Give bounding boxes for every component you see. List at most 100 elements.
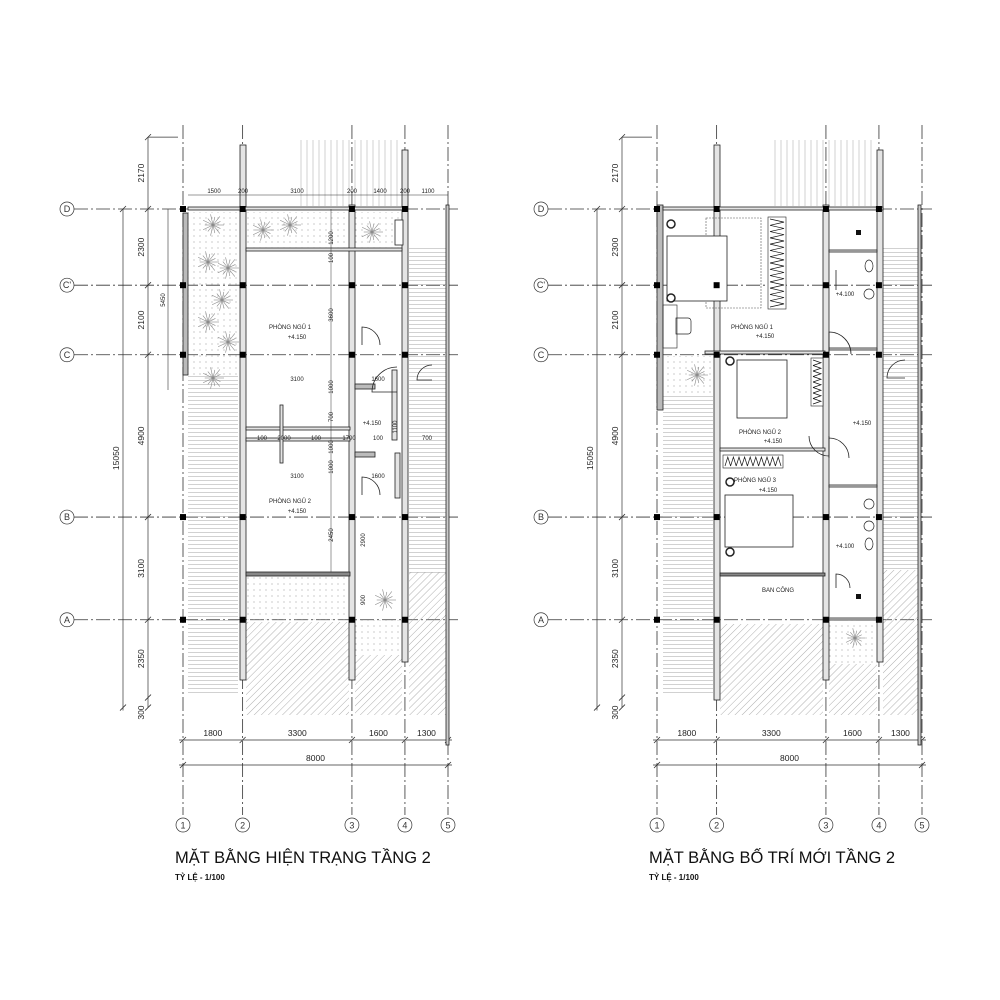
grid-label-column: 2 <box>714 821 719 831</box>
tree-branch <box>221 296 230 301</box>
stair-treads <box>409 245 447 575</box>
dimension-label: 3100 <box>290 189 304 195</box>
dimension-tick <box>593 205 601 213</box>
grid-bubble <box>649 817 665 833</box>
dimension-label: 300 <box>136 705 146 719</box>
grid-bubble <box>818 817 834 833</box>
grid-bubble <box>59 277 75 293</box>
dimension-tick <box>618 351 626 359</box>
grid-bubble <box>397 817 413 833</box>
grid-bubble <box>59 612 75 628</box>
structural-column <box>654 514 660 521</box>
tree-branch <box>212 369 216 379</box>
dimension-tick <box>918 761 926 769</box>
grid-label-column: 5 <box>919 821 924 831</box>
wall <box>245 571 351 577</box>
tree-branch <box>289 224 298 229</box>
tree-branch <box>216 293 223 301</box>
dimension-label: 3600 <box>329 308 335 322</box>
wardrobe-icon <box>722 454 784 469</box>
stair-treads <box>663 396 713 696</box>
tree-branch <box>374 599 386 606</box>
structural-column <box>180 282 186 289</box>
tree-branch <box>366 231 373 239</box>
dimension-label: 1700 <box>342 436 356 442</box>
room-label: PHÒNG NGỦ 3 <box>734 477 777 484</box>
plan-title: MẶT BẰNG HIỆN TRẠNG TẦNG 2 <box>175 848 431 867</box>
wardrobe-icon-hangers <box>724 455 782 467</box>
room-label: PHÒNG NGỦ 2 <box>269 498 312 505</box>
tree-branch <box>212 377 216 387</box>
tree-branch <box>850 631 856 639</box>
tree-branch <box>211 299 223 306</box>
tree-branch <box>227 259 231 269</box>
dimension-label: 100 <box>257 436 268 442</box>
tree-branch <box>852 637 856 648</box>
room-label: PHÒNG NGỦ 1 <box>269 324 312 331</box>
wall <box>187 206 406 211</box>
structural-column <box>654 616 660 623</box>
tree-branch <box>221 299 225 309</box>
tree-branch <box>207 261 216 266</box>
door-swing <box>886 359 906 379</box>
dimension-tick <box>618 133 626 141</box>
tree-icon <box>686 364 708 386</box>
structural-column <box>401 616 408 623</box>
structural-column <box>348 616 355 623</box>
grid-bubble <box>871 817 887 833</box>
dimension-tick <box>618 205 626 213</box>
stair-treads <box>883 245 919 570</box>
wall <box>828 249 878 253</box>
tree-branch <box>212 221 221 226</box>
roof-hatch <box>355 655 402 715</box>
dimension-tick <box>119 205 127 213</box>
planter-area <box>188 212 240 375</box>
tree-branch <box>207 253 211 263</box>
dimension-label: 700 <box>329 411 335 422</box>
tree-branch <box>205 321 209 333</box>
wall <box>445 204 450 746</box>
planter-area <box>246 577 349 620</box>
structural-column <box>401 351 408 358</box>
door-swing <box>416 364 433 381</box>
tree-branch <box>217 341 229 348</box>
grid-bubble <box>59 347 75 363</box>
grid-bubble <box>175 817 191 833</box>
tree-branch <box>212 224 221 229</box>
grid-label-row: A <box>538 615 544 625</box>
dimension-label: 2100 <box>610 310 620 329</box>
tree-branch <box>205 261 209 273</box>
tree-branch <box>217 267 229 274</box>
tree-branch <box>217 262 229 269</box>
wardrobe-icon <box>810 357 824 407</box>
dimension-label: 1500 <box>207 189 221 195</box>
room-label: +4.100 <box>836 544 855 550</box>
structural-column <box>401 206 408 212</box>
dimension-label: 100 <box>311 436 322 442</box>
plan-title: MẶT BẰNG BỐ TRÍ MỚI TẦNG 2 <box>649 847 895 867</box>
tree-branch <box>219 299 223 311</box>
wall <box>348 204 356 681</box>
tree-branch <box>212 369 221 379</box>
tree-branch <box>227 267 236 272</box>
tree-branch <box>205 251 209 263</box>
tree-branch <box>371 231 380 236</box>
tree-branch <box>686 374 698 381</box>
tree-branch <box>207 377 214 385</box>
tree-branch <box>252 224 264 231</box>
tree-branch <box>852 628 856 639</box>
grid-label-row: B <box>64 512 70 522</box>
dimension-label: 1600 <box>371 474 385 480</box>
dimension-tick <box>144 205 152 213</box>
structural-column <box>239 206 246 212</box>
wall <box>182 212 189 376</box>
wall <box>917 204 922 746</box>
dimension-label: 2300 <box>610 237 620 256</box>
roof-hatch <box>829 664 877 715</box>
dimension-tick <box>875 736 883 744</box>
dimension-label: 1800 <box>677 728 696 738</box>
tree-icon <box>217 331 239 353</box>
tree-branch <box>227 264 236 269</box>
sink-icon <box>863 520 875 532</box>
